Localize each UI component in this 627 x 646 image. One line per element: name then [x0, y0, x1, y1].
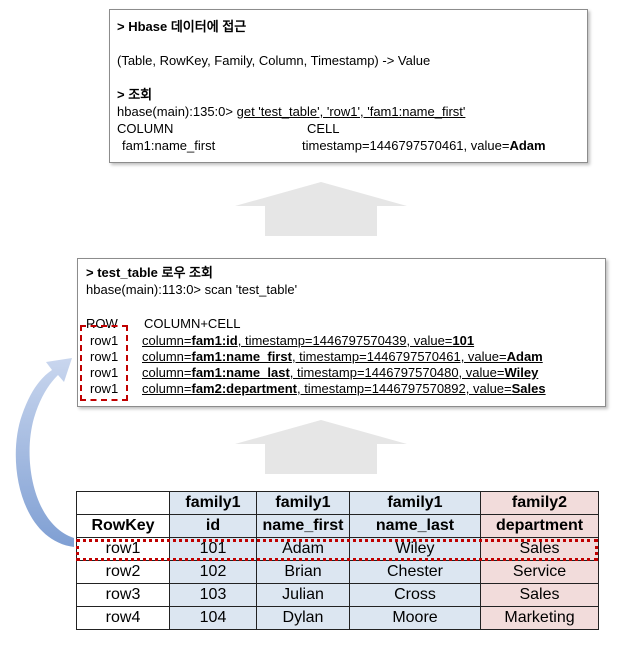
table-cell: row4 — [76, 606, 170, 630]
table-cell: 101 — [169, 537, 257, 561]
table-cell: Julian — [256, 583, 350, 607]
family-header-cell: family1 — [256, 491, 350, 515]
table-cell: Brian — [256, 560, 350, 584]
table-cell: row3 — [76, 583, 170, 607]
column-header-cell: id — [169, 514, 257, 538]
shell-prompt: hbase(main):135:0> — [117, 104, 237, 119]
scan-column-name: fam1:name_first — [191, 349, 292, 364]
table-cell: Sales — [480, 583, 599, 607]
table-row: row3 103 Julian Cross Sales — [76, 583, 599, 607]
scan-value: Sales — [511, 381, 546, 396]
scan-result-line: column=fam1:name_last, timestamp=1446797… — [142, 365, 538, 381]
table-cell: Dylan — [256, 606, 350, 630]
scan-timestamp: , timestamp=1446797570892, value= — [296, 381, 512, 396]
table-cell: Adam — [256, 537, 350, 561]
column-header-cell: name_last — [349, 514, 481, 538]
scan-value: Adam — [506, 349, 543, 364]
scan-timestamp: , timestamp=1446797570439, value= — [237, 333, 453, 348]
scan-row-key: row1 — [90, 365, 119, 380]
column-header-cell: name_first — [256, 514, 350, 538]
table-cell: Chester — [349, 560, 481, 584]
result-cell-value: Adam — [509, 138, 546, 153]
scan-value: 101 — [452, 333, 475, 348]
table-cell: row2 — [76, 560, 170, 584]
column-header-row: RowKey id name_first name_last departmen… — [76, 514, 599, 538]
result-cell-prefix: timestamp=1446797570461, value= — [302, 138, 510, 153]
table-row: row4 104 Dylan Moore Marketing — [76, 606, 599, 630]
table-cell: Moore — [349, 606, 481, 630]
up-arrow-top — [235, 182, 407, 236]
table-cell: row1 — [76, 537, 170, 561]
scan-result-line: column=fam2:department, timestamp=144679… — [142, 381, 546, 397]
column-header-cell: department — [480, 514, 599, 538]
table-cell: 103 — [169, 583, 257, 607]
family-header-cell — [76, 491, 170, 515]
get-command: get 'test_table', 'row1', 'fam1:name_fir… — [236, 104, 466, 119]
data-model-text: (Table, RowKey, Family, Column, Timestam… — [117, 53, 431, 68]
scan-result-line: column=fam1:id, timestamp=1446797570439,… — [142, 333, 474, 349]
table-cell: Sales — [480, 537, 599, 561]
get-command-line: hbase(main):135:0> get 'test_table', 'ro… — [117, 104, 465, 120]
scan-column-name: fam1:name_last — [191, 365, 290, 380]
scan-col-prefix: column= — [142, 365, 192, 380]
scan-col-prefix: column= — [142, 349, 192, 364]
family-header-cell: family1 — [169, 491, 257, 515]
row-header: ROW — [86, 316, 118, 331]
column-header: COLUMN — [117, 121, 174, 136]
table-cell: Wiley — [349, 537, 481, 561]
column-cell-header: COLUMN+CELL — [144, 316, 241, 331]
table-cell: 102 — [169, 560, 257, 584]
table-cell: 104 — [169, 606, 257, 630]
scan-row-highlight — [80, 325, 128, 401]
scan-command-box: > test_table 로우 조회 hbase(main):113:0> sc… — [77, 258, 606, 407]
scan-column-name: fam2:department — [191, 381, 297, 396]
scan-command: hbase(main):113:0> scan 'test_table' — [86, 282, 298, 297]
scan-timestamp: , timestamp=1446797570480, value= — [289, 365, 505, 380]
column-header-cell: RowKey — [76, 514, 170, 538]
up-arrow-bottom — [235, 420, 407, 474]
scan-row-key: row1 — [90, 381, 119, 396]
result-column: fam1:name_first — [122, 138, 216, 153]
scan-col-prefix: column= — [142, 381, 192, 396]
hbase-data-table: family1 family1 family1 family2 RowKey i… — [76, 491, 599, 630]
scan-row-key: row1 — [90, 333, 119, 348]
scan-box-title: > test_table 로우 조회 — [86, 265, 213, 280]
scan-value: Wiley — [504, 365, 539, 380]
table-row: row2 102 Brian Chester Service — [76, 560, 599, 584]
table-row: row1 101 Adam Wiley Sales — [76, 537, 599, 561]
scan-col-prefix: column= — [142, 333, 192, 348]
result-cell: timestamp=1446797570461, value=Adam — [302, 138, 546, 154]
scan-column-name: fam1:id — [191, 333, 238, 348]
family-header-cell: family2 — [480, 491, 599, 515]
get-command-box: > Hbase 데이터에 접근 (Table, RowKey, Family, … — [109, 9, 588, 163]
table-cell: Marketing — [480, 606, 599, 630]
get-box-title: > Hbase 데이터에 접근 — [117, 19, 247, 34]
scan-result-line: column=fam1:name_first, timestamp=144679… — [142, 349, 543, 365]
lookup-title: > 조회 — [117, 87, 153, 102]
family-header-row: family1 family1 family1 family2 — [76, 491, 599, 515]
table-cell: Cross — [349, 583, 481, 607]
curved-arrow-icon — [15, 358, 74, 547]
scan-timestamp: , timestamp=1446797570461, value= — [291, 349, 507, 364]
cell-header: CELL — [307, 121, 340, 136]
scan-row-key: row1 — [90, 349, 119, 364]
family-header-cell: family1 — [349, 491, 481, 515]
table-cell: Service — [480, 560, 599, 584]
